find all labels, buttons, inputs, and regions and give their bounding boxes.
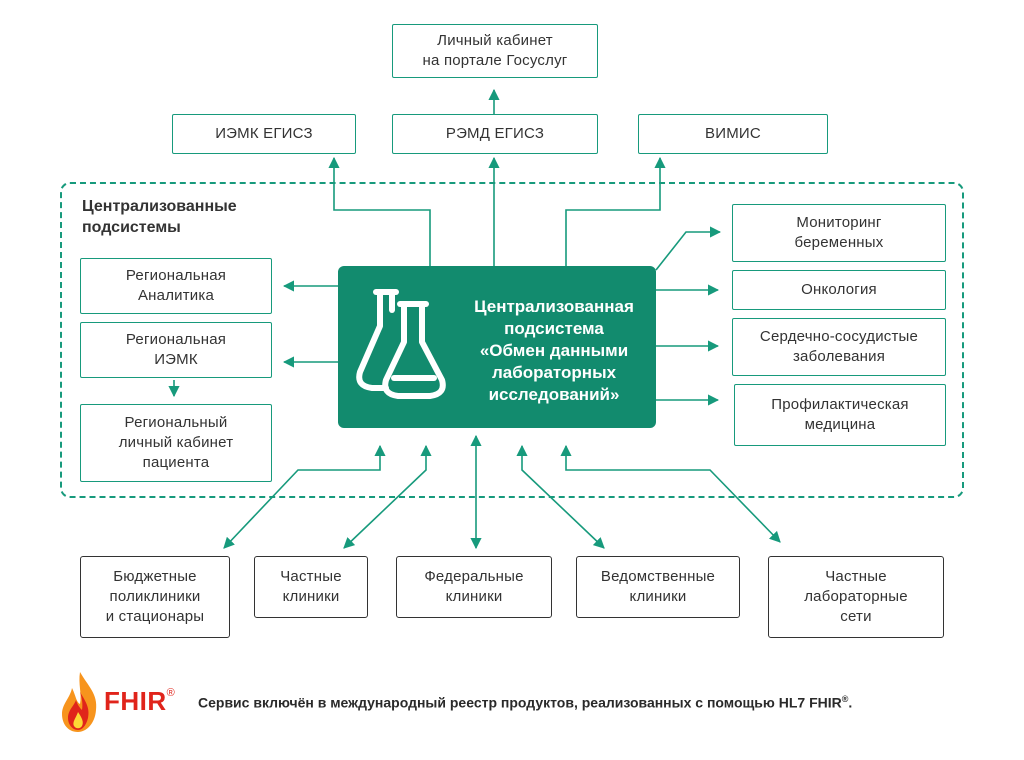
footer-note: Сервис включён в международный реестр пр… xyxy=(198,694,852,711)
box-regional-patient-cabinet: Региональный личный кабинет пациента xyxy=(80,404,272,482)
box-pregnancy-monitoring: Мониторинг беременных xyxy=(732,204,946,262)
footer-note-mark: ® xyxy=(841,694,849,704)
central-subsystem-label: Централизованная подсистема «Обмен данны… xyxy=(474,297,634,404)
box-preventive-medicine: Профилактическая медицина xyxy=(734,384,946,446)
box-regional-analytics: Региональная Аналитика xyxy=(80,258,272,314)
box-budget-clinics: Бюджетные поликлиники и стационары xyxy=(80,556,230,638)
arrow-to-vimis xyxy=(565,156,666,266)
box-regional-iemk: Региональная ИЭМК xyxy=(80,322,272,378)
box-cardiovascular: Сердечно-сосудистые заболевания xyxy=(732,318,946,376)
box-private-clinics: Частные клиники xyxy=(254,556,368,618)
arrow-private-labs xyxy=(560,444,781,543)
box-vimis: ВИМИС xyxy=(638,114,828,154)
footer-note-text: Сервис включён в международный реестр пр… xyxy=(198,694,842,711)
section-title: Централизованные подсистемы xyxy=(82,198,237,236)
flask-icon xyxy=(356,289,446,399)
arrow-to-pregnancy xyxy=(655,226,722,271)
box-private-lab-networks: Частные лабораторные сети xyxy=(768,556,944,638)
box-iemk-egisz: ИЭМК ЕГИСЗ xyxy=(172,114,356,154)
box-federal-clinics: Федеральные клиники xyxy=(396,556,552,618)
footer-note-end: . xyxy=(848,694,853,711)
box-gosuslugi-cabinet: Личный кабинет на портале Госуслуг xyxy=(392,24,598,78)
arrow-to-iemk-egisz xyxy=(328,156,431,266)
centralized-subsystems-region xyxy=(60,182,964,498)
box-remd-egisz: РЭМД ЕГИСЗ xyxy=(392,114,598,154)
arrow-private-clinics xyxy=(343,444,432,549)
box-departmental-clinics: Ведомственные клиники xyxy=(576,556,740,618)
box-oncology: Онкология xyxy=(732,270,946,310)
central-subsystem-lab-exchange: Централизованная подсистема «Обмен данны… xyxy=(338,266,656,428)
flame-icon xyxy=(62,672,97,732)
fhir-wordmark: FHIR® xyxy=(104,686,176,716)
fhir-logo: FHIR® xyxy=(58,670,186,736)
